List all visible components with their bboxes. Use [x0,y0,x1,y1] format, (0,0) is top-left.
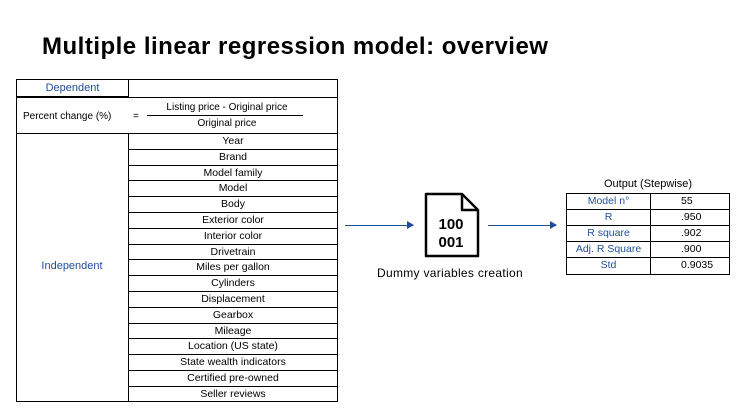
variable-row: Seller reviews [200,387,266,400]
output-label: R square [567,226,651,241]
variable-row: Brand [129,150,337,166]
table-row: R square .902 [567,226,729,242]
dependent-formula: Percent change (%) = Listing price - Ori… [17,97,337,134]
variable-row: Gearbox [129,308,337,324]
binary-file-icon: 100 001 [424,192,480,258]
table-row: Adj. R Square .900 [567,242,729,258]
page-title: Multiple linear regression model: overvi… [42,33,549,60]
output-label: Adj. R Square [567,242,651,257]
variable-row: Model family [129,166,337,182]
variable-row: Exterior color [129,213,337,229]
dummy-variables-label: Dummy variables creation [377,266,523,280]
output-label: R [567,210,651,225]
table-row: Std 0.9035 [567,258,729,274]
binary-line-2: 001 [438,234,463,251]
output-value: 55 [681,195,693,207]
formula-denominator: Original price [197,118,257,129]
variable-row: Location (US state) [129,339,337,356]
variables-table: Dependent Percent change (%) = Listing p… [16,79,338,402]
output-label: Model n° [567,194,651,209]
independent-variable-list: Year Brand Model family Model Body Exter… [129,134,337,403]
variable-row: Body [129,197,337,213]
variable-row: Model [129,181,337,198]
output-value: 0.9035 [681,259,714,271]
variable-row: Miles per gallon [129,260,337,277]
arrow-right-icon [488,221,557,229]
formula-numerator: Listing price - Original price [166,102,288,113]
formula-lhs: Percent change (%) [23,111,112,122]
variable-row: State wealth indicators [129,355,337,371]
formula-equals: = [133,111,139,122]
output-label: Std [567,258,651,274]
variable-row: Displacement [129,292,337,308]
variable-row: Year [129,134,337,150]
output-value: .900 [681,243,702,255]
output-table: Model n° 55 R .950 R square .902 Adj. R … [566,193,730,275]
variable-row: Cylinders [129,276,337,292]
variable-row: Mileage [129,324,337,340]
column-divider [128,134,129,402]
output-value: .902 [681,227,702,239]
dependent-label: Dependent [17,80,129,97]
output-title: Output (Stepwise) [603,178,693,190]
variable-row: Drivetrain [129,245,337,261]
variable-row: Certified pre-owned [129,371,337,387]
output-value: .950 [681,211,702,223]
table-row: R .950 [567,210,729,226]
variable-row: Interior color [129,229,337,245]
arrow-right-icon [345,221,414,229]
fraction-bar [147,115,303,116]
binary-line-1: 100 [438,216,463,233]
table-row: Model n° 55 [567,194,729,210]
independent-label: Independent [41,260,103,272]
